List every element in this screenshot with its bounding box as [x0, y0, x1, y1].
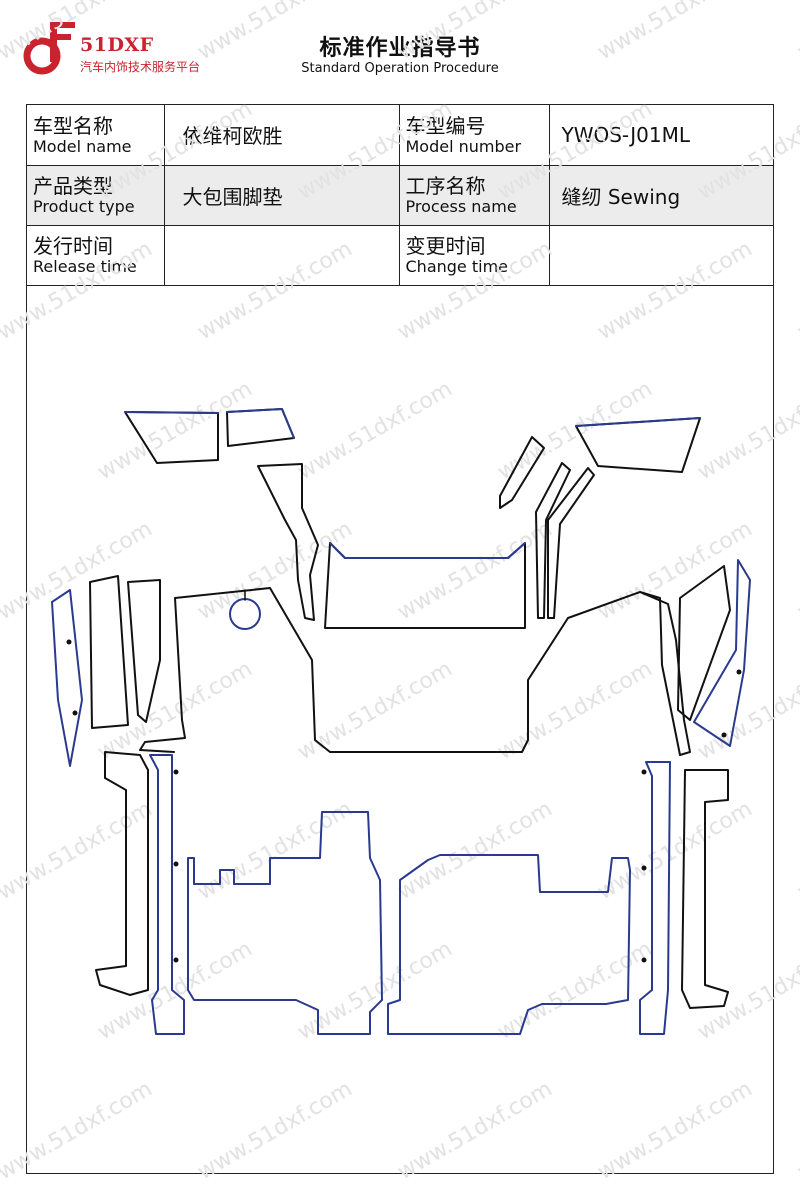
brand-name: 51DXF [80, 34, 154, 56]
watermark-text: www.51dxf.com [593, 517, 756, 626]
change-time-value [548, 224, 773, 286]
pattern-piece [329, 542, 526, 559]
pattern-piece [89, 575, 129, 729]
watermark-text: www.51dxf.com [0, 797, 157, 906]
51dxf-logo-icon [23, 22, 75, 75]
watermark-text: www.51dxf.com [93, 377, 256, 486]
table-row: 发行时间 Release time 变更时间 Change time [27, 224, 773, 286]
model-name-value: 依维柯欧胜 [163, 105, 400, 166]
pattern-piece [95, 751, 149, 996]
product-type-value: 大包围脚垫 [163, 164, 400, 226]
watermark-text: www.51dxf.com [693, 377, 800, 486]
page-title: 标准作业指导书 [319, 36, 481, 61]
watermark-text: www.51dxf.com [693, 657, 800, 766]
watermark-text: www.51dxf.com [193, 517, 356, 626]
watermark-text: www.51dxf.com [793, 1077, 800, 1186]
pattern-piece [639, 761, 671, 1035]
watermark-text: www.51dxf.com [593, 1077, 756, 1186]
pattern-piece [139, 597, 186, 753]
watermark-text: www.51dxf.com [293, 97, 456, 206]
release-time-value [163, 224, 400, 286]
pattern-piece [387, 854, 631, 1035]
pattern-piece [681, 769, 729, 1009]
watermark-text: www.51dxf.com [193, 237, 356, 346]
release-time-label: 发行时间 Release time [27, 224, 165, 286]
pattern-piece [127, 579, 161, 723]
watermark-text: www.51dxf.com [0, 1077, 157, 1186]
watermark-text: www.51dxf.com [0, 0, 157, 65]
watermark-text: www.51dxf.com [493, 937, 656, 1046]
watermark-text: www.51dxf.com [493, 97, 656, 206]
pattern-piece [257, 463, 319, 621]
change-time-label: 变更时间 Change time [398, 224, 550, 286]
pattern-piece [51, 589, 83, 767]
info-table: 车型名称 Model name 依维柯欧胜 车型编号 Model number … [27, 105, 773, 286]
watermark-text: www.51dxf.com [793, 797, 800, 906]
watermark-text: www.51dxf.com [393, 0, 556, 65]
watermark-text: www.51dxf.com [393, 237, 556, 346]
pattern-piece [149, 754, 185, 1035]
watermark-text: www.51dxf.com [93, 97, 256, 206]
watermark-text: www.51dxf.com [193, 1077, 356, 1186]
watermark-text: www.51dxf.com [593, 0, 756, 65]
pattern-piece [499, 436, 545, 509]
pattern-piece [535, 462, 571, 619]
pattern-piece [677, 565, 731, 721]
watermark-text: www.51dxf.com [393, 797, 556, 906]
watermark-text: www.51dxf.com [393, 517, 556, 626]
watermark-text: www.51dxf.com [293, 657, 456, 766]
watermark-text: www.51dxf.com [93, 657, 256, 766]
watermark-text: www.51dxf.com [593, 797, 756, 906]
marker-dots [66, 639, 742, 963]
pattern-piece [575, 417, 701, 427]
product-type-label: 产品类型 Product type [27, 164, 165, 226]
pattern-piece [174, 587, 691, 756]
page-header: 51DXF 汽车内饰技术服务平台 标准作业指导书 Standard Operat… [0, 0, 800, 100]
table-row: 产品类型 Product type 大包围脚垫 工序名称 Process nam… [27, 164, 773, 226]
sop-sheet: 车型名称 Model name 依维柯欧胜 车型编号 Model number … [26, 104, 774, 1174]
watermark-text: www.51dxf.com [593, 237, 756, 346]
model-number-value: YWOS-J01ML [548, 105, 773, 166]
watermark-text: www.51dxf.com [0, 517, 157, 626]
pattern-piece [226, 408, 295, 439]
brand-tagline: 汽车内饰技术服务平台 [80, 60, 201, 74]
watermark-text: www.51dxf.com [693, 937, 800, 1046]
process-name-value: 缝纫 Sewing [548, 164, 773, 226]
watermark-text: www.51dxf.com [0, 237, 157, 346]
pattern-piece [124, 411, 219, 414]
watermark-text: www.51dxf.com [693, 97, 800, 206]
watermark-text: www.51dxf.com [493, 657, 656, 766]
pattern-piece [547, 467, 595, 619]
watermark-text: www.51dxf.com [793, 517, 800, 626]
watermark-text: www.51dxf.com [793, 237, 800, 346]
pattern-hole [229, 598, 261, 630]
watermark-text: www.51dxf.com [293, 377, 456, 486]
process-name-label: 工序名称 Process name [398, 164, 550, 226]
watermark-text: www.51dxf.com [193, 0, 356, 65]
pattern-piece [693, 559, 751, 747]
watermark-text: www.51dxf.com [393, 1077, 556, 1186]
watermark-text: www.51dxf.com [793, 0, 800, 65]
model-number-label: 车型编号 Model number [398, 105, 550, 166]
pattern-piece [187, 811, 383, 1035]
page-subtitle: Standard Operation Procedure [301, 61, 499, 76]
